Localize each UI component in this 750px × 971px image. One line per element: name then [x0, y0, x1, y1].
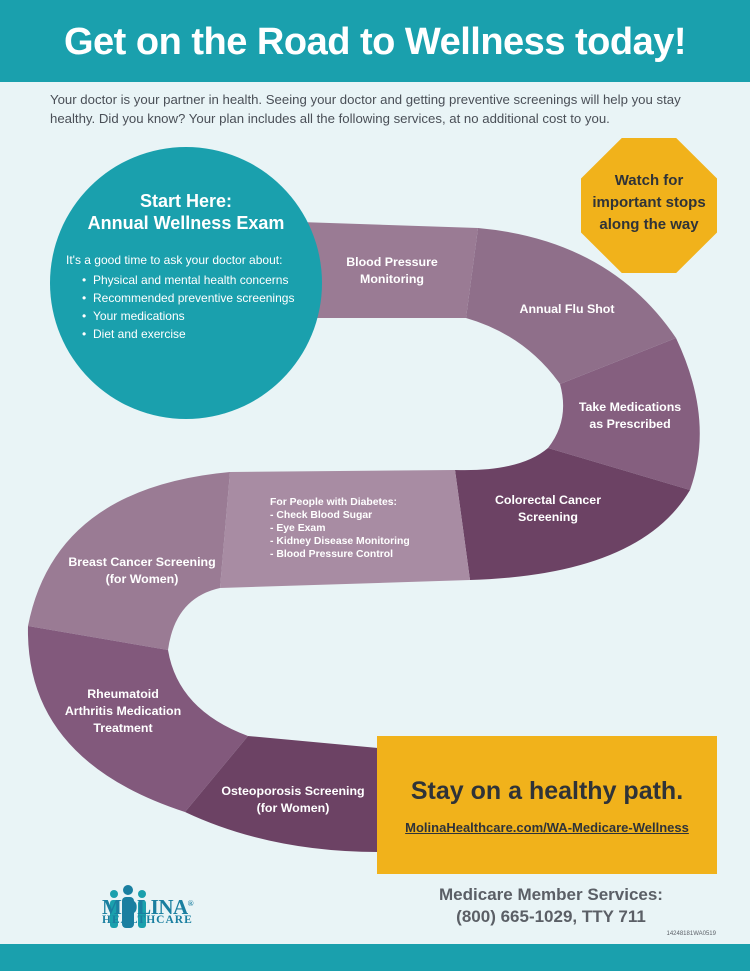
list-item: - Blood Pressure Control	[270, 549, 393, 560]
stop-label-line: Breast Cancer Screening	[68, 555, 216, 569]
member-services-phone[interactable]: (800) 665-1029, TTY 711	[456, 907, 646, 926]
page-title: Get on the Road to Wellness today!	[63, 21, 687, 63]
document-code: 14248181WA0519	[666, 931, 717, 937]
start-here-title: Start Here: Annual Wellness Exam	[58, 190, 314, 234]
road-segment-rheumatoid	[27, 626, 248, 812]
member-services-label: Medicare Member Services:	[439, 885, 663, 904]
stop-colorectal: Colorectal Cancer Screening	[478, 492, 618, 526]
logo-name-text: MOLINA	[102, 895, 188, 919]
molina-people-icon	[110, 885, 146, 928]
stop-diabetes: For People with Diabetes: - Check Blood …	[270, 496, 410, 561]
start-title-line1: Start Here:	[139, 191, 233, 211]
stop-rheumatoid: Rheumatoid Arthritis Medication Treatmen…	[48, 686, 198, 737]
stop-label-line: Treatment	[93, 721, 153, 735]
stop-label-line: (for Women)	[105, 572, 179, 586]
list-item: Physical and mental health concerns	[82, 271, 294, 289]
stop-medications: Take Medications as Prescribed	[560, 399, 700, 433]
road-segment-osteoporosis	[185, 736, 378, 852]
stop-flu-shot: Annual Flu Shot	[497, 301, 637, 318]
stop-label-line: as Prescribed	[589, 417, 671, 431]
promo-title: Stay on a healthy path.	[410, 777, 684, 805]
stop-label-line: Annual Flu Shot	[519, 302, 615, 316]
stop-label-line: Monitoring	[360, 272, 424, 286]
road-segment-blood-pressure	[296, 222, 478, 318]
list-item: Diet and exercise	[82, 325, 294, 343]
promo-box	[377, 736, 717, 874]
stop-label-line: Rheumatoid	[87, 687, 159, 701]
stop-label-line: Screening	[518, 510, 578, 524]
road-segment-flu-shot	[466, 228, 676, 384]
start-here-list: Physical and mental health concerns Reco…	[82, 271, 294, 343]
start-here-intro: It's a good time to ask your doctor abou…	[66, 253, 283, 267]
stop-label-line: Blood Pressure	[346, 255, 438, 269]
callout-text: Watch for important stops along the way	[581, 170, 717, 236]
list-item: - Eye Exam	[270, 523, 326, 534]
footer-bar	[0, 944, 750, 971]
road-segment-breast	[28, 472, 230, 650]
callout-line: important stops	[592, 194, 706, 211]
road-segment-medications	[548, 338, 700, 490]
callout-line: Watch for	[614, 172, 684, 189]
registered-mark: ®	[187, 899, 194, 908]
stop-label-line: Osteoporosis Screening	[221, 784, 365, 798]
stop-label-line: Take Medications	[578, 400, 682, 414]
wellness-link[interactable]: MolinaHealthcare.com/WA-Medicare-Wellnes…	[405, 820, 689, 835]
stop-blood-pressure: Blood Pressure Monitoring	[322, 254, 462, 288]
stop-label-line: Colorectal Cancer	[494, 493, 602, 507]
diabetes-title: For People with Diabetes:	[270, 497, 398, 508]
stop-label-line: (for Women)	[256, 801, 330, 815]
list-item: - Kidney Disease Monitoring	[270, 536, 410, 547]
intro-paragraph: Your doctor is your partner in health. S…	[50, 92, 681, 126]
road-segment-diabetes	[220, 470, 470, 588]
list-item: Your medications	[82, 307, 294, 325]
callout-line: along the way	[599, 216, 699, 233]
stop-breast-cancer: Breast Cancer Screening (for Women)	[62, 554, 222, 588]
logo-wordmark: MOLINA®	[102, 893, 194, 919]
logo-subtitle: HEALTHCARE	[102, 914, 193, 926]
list-item: Recommended preventive screenings	[82, 289, 294, 307]
start-title-line2: Annual Wellness Exam	[87, 213, 285, 233]
road-segment-colorectal	[455, 448, 690, 580]
stop-label-line: Arthritis Medication	[64, 704, 182, 718]
stop-sign-callout	[581, 138, 717, 273]
stop-osteoporosis: Osteoporosis Screening (for Women)	[214, 783, 372, 817]
list-item: - Check Blood Sugar	[270, 510, 373, 521]
header-banner: Get on the Road to Wellness today!	[0, 0, 750, 82]
